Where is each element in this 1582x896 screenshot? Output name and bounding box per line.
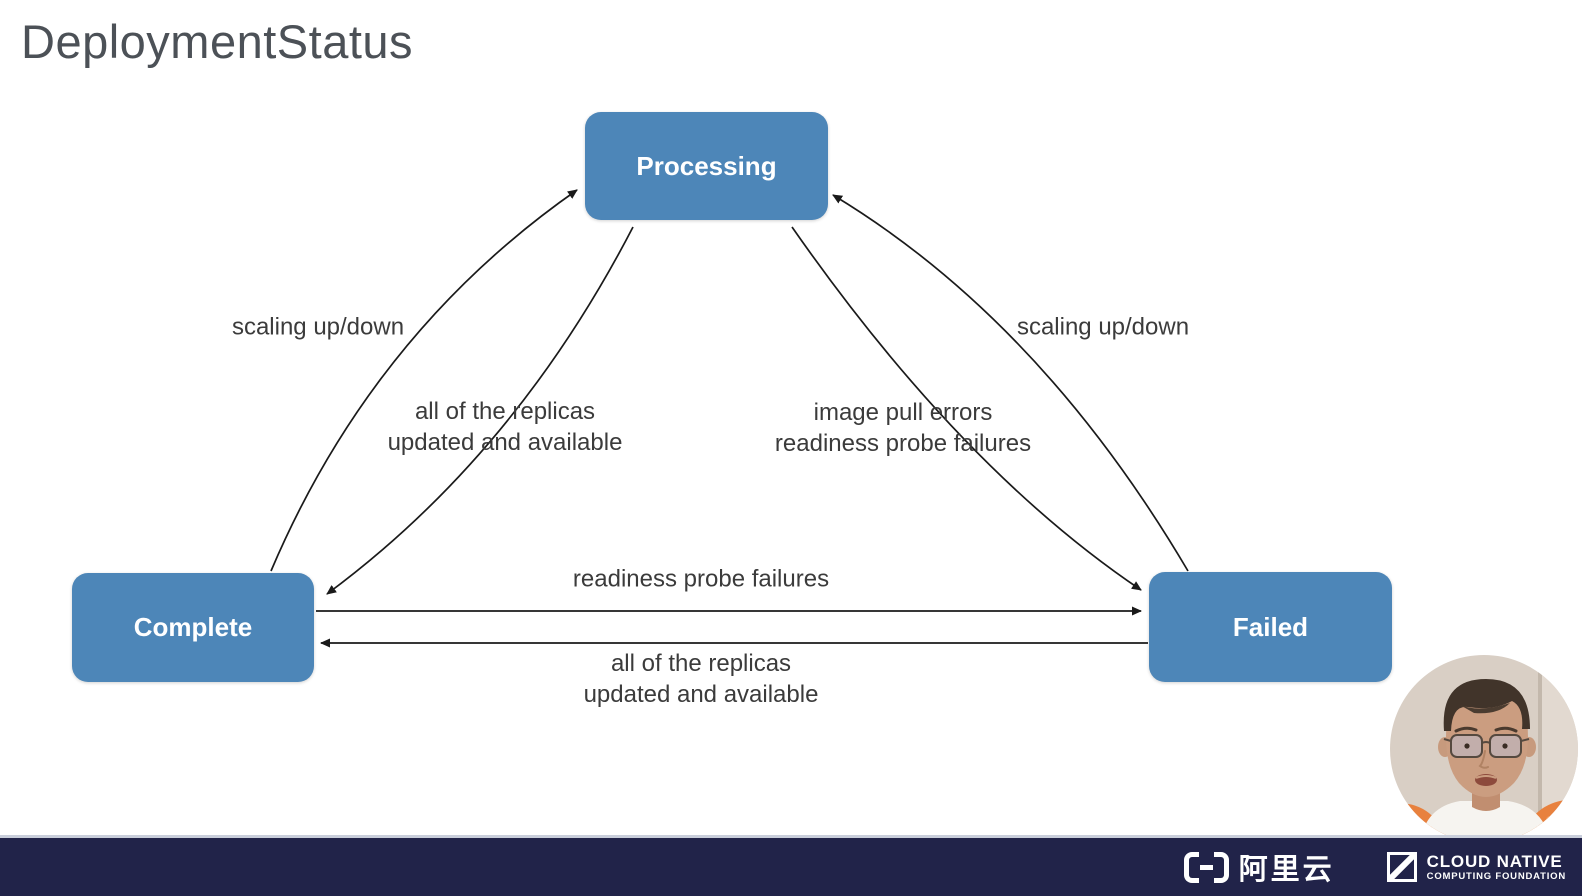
- state-node-failed: Failed: [1149, 572, 1392, 682]
- edge-failed-to-processing: [832, 194, 1189, 572]
- alibaba-cloud-label: 阿里云: [1238, 854, 1335, 886]
- hair: [1443, 679, 1530, 731]
- state-node-processing: Processing: [585, 112, 828, 220]
- edge-complete-to-processing: [270, 189, 578, 572]
- state-node-label: Failed: [1232, 611, 1309, 642]
- edge-processing-to-failed: [791, 226, 1142, 591]
- alibaba-cloud-logo: 阿里云: [1183, 846, 1335, 888]
- state-node-label: Complete: [133, 612, 253, 642]
- edge-processing-to-complete: [326, 226, 634, 595]
- cncf-name: CLOUD NATIVE: [1426, 851, 1563, 871]
- footer-divider: [0, 835, 1582, 838]
- presenter-avatar: [1390, 655, 1578, 843]
- state-node-label: Processing: [636, 150, 777, 181]
- alibaba-cloud-icon: [1183, 851, 1229, 883]
- shirt: [1420, 801, 1550, 843]
- page-title: DeploymentStatus: [21, 15, 414, 68]
- cncf-icon: [1386, 852, 1417, 882]
- cncf-subtitle: COMPUTING FOUNDATION: [1426, 870, 1566, 882]
- webcam-overlay: [1390, 655, 1578, 843]
- face: [1438, 679, 1536, 797]
- cncf-logo: CLOUD NATIVE COMPUTING FOUNDATION: [1386, 851, 1566, 882]
- edge-label-scaling-right: scaling up/down: [1016, 313, 1190, 341]
- edge-label-scaling-left: scaling up/down: [231, 313, 405, 341]
- footer-bar: 阿里云 CLOUD NATIVE COMPUTING FOUNDATION: [0, 838, 1582, 896]
- edge-label-replicas-to-complete-bottom: all of the replicas updated and availabl…: [583, 650, 819, 708]
- state-node-complete: Complete: [72, 573, 314, 682]
- edge-label-image-pull-errors: image pull errors readiness probe failur…: [774, 399, 1032, 457]
- edge-label-readiness-probe: readiness probe failures: [572, 565, 830, 593]
- edge-label-replicas-to-complete: all of the replicas updated and availabl…: [387, 398, 623, 456]
